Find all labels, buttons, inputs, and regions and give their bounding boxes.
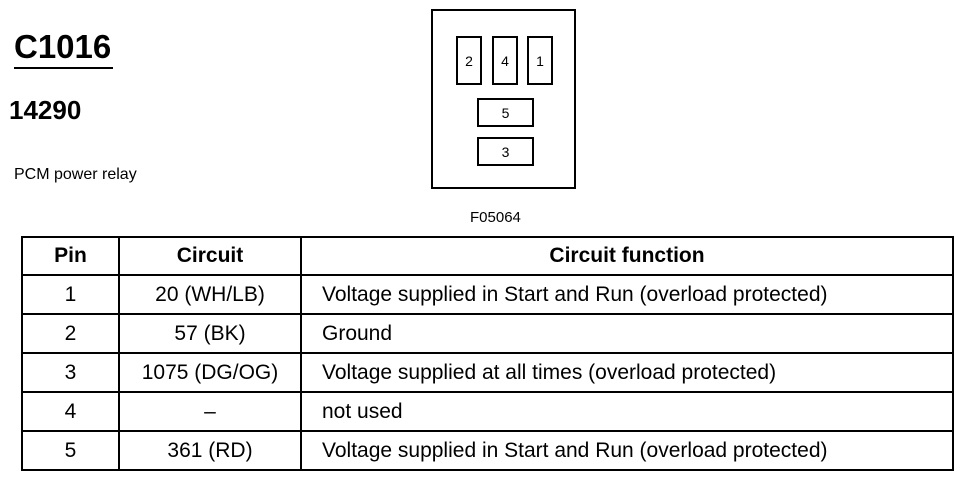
- cell-circuit: –: [118, 391, 302, 432]
- header-circuit-function: Circuit function: [300, 236, 954, 276]
- table-row: 5 361 (RD) Voltage supplied in Start and…: [21, 430, 954, 471]
- connector-pin-5: 5: [477, 98, 534, 127]
- table-row: 1 20 (WH/LB) Voltage supplied in Start a…: [21, 274, 954, 315]
- cell-pin: 4: [21, 391, 120, 432]
- cell-circuit: 1075 (DG/OG): [118, 352, 302, 393]
- figure-id: F05064: [470, 209, 521, 226]
- connector-face-diagram: 2 4 1 5 3: [431, 9, 576, 189]
- cell-circuit: 361 (RD): [118, 430, 302, 471]
- pinout-table: Pin Circuit Circuit function 1 20 (WH/LB…: [21, 236, 954, 471]
- table-row: 4 – not used: [21, 391, 954, 432]
- cell-function: Voltage supplied in Start and Run (overl…: [300, 274, 954, 315]
- connector-pin-3: 3: [477, 137, 534, 166]
- cell-pin: 1: [21, 274, 120, 315]
- cell-function: Voltage supplied at all times (overload …: [300, 352, 954, 393]
- connector-pin-1: 1: [527, 36, 553, 85]
- header-circuit: Circuit: [118, 236, 302, 276]
- connector-id: C1016: [14, 27, 114, 69]
- component-description: PCM power relay: [14, 166, 137, 183]
- table-header-row: Pin Circuit Circuit function: [21, 236, 954, 276]
- cell-pin: 3: [21, 352, 120, 393]
- cell-function: Voltage supplied in Start and Run (overl…: [300, 430, 954, 471]
- cell-circuit: 57 (BK): [118, 313, 302, 354]
- cell-pin: 2: [21, 313, 120, 354]
- header-pin: Pin: [21, 236, 120, 276]
- cell-circuit: 20 (WH/LB): [118, 274, 302, 315]
- table-row: 3 1075 (DG/OG) Voltage supplied at all t…: [21, 352, 954, 393]
- cell-function: not used: [300, 391, 954, 432]
- part-number: 14290: [9, 95, 82, 125]
- connector-pin-2: 2: [456, 36, 482, 85]
- cell-function: Ground: [300, 313, 954, 354]
- cell-pin: 5: [21, 430, 120, 471]
- table-row: 2 57 (BK) Ground: [21, 313, 954, 354]
- connector-pin-4: 4: [492, 36, 518, 85]
